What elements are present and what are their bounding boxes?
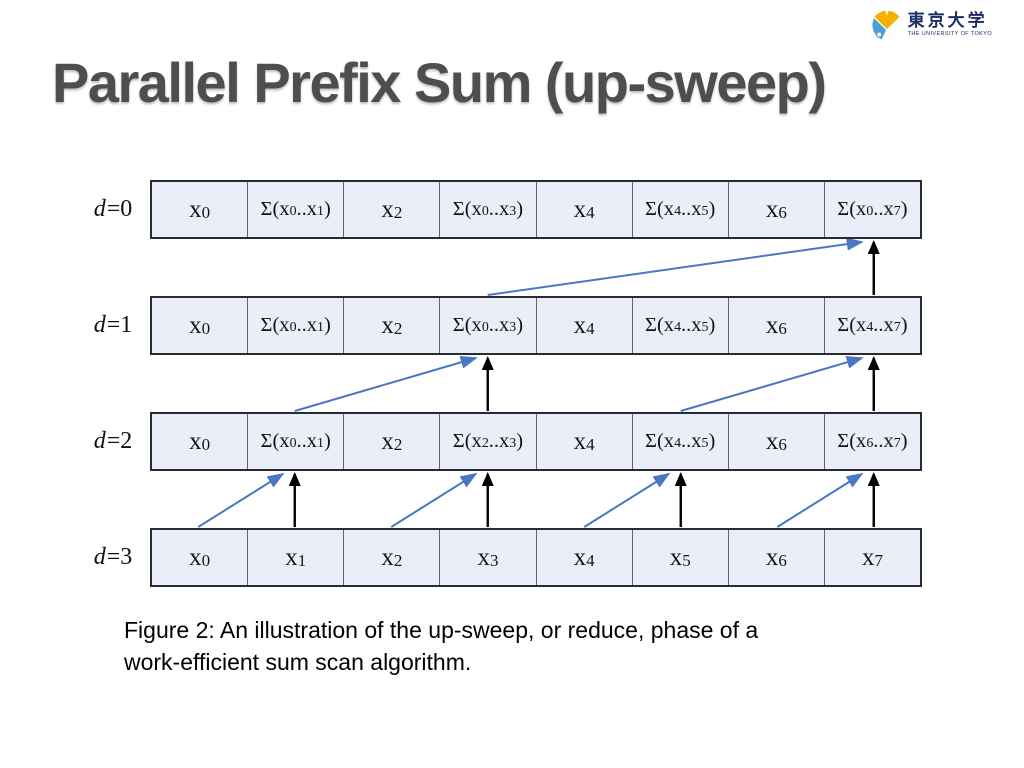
sum-arrow	[680, 355, 864, 412]
logo-jp-text: 東京大学	[907, 11, 988, 30]
row-label-d3: d=3	[93, 544, 133, 570]
page-title: Parallel Prefix Sum (up-sweep)	[52, 51, 827, 114]
sum-arrow	[487, 237, 864, 296]
row-label-d0: d=0	[93, 196, 133, 222]
row-label-d1: d=1	[93, 312, 133, 338]
figure-caption: Figure 2: An illustration of the up-swee…	[124, 615, 914, 678]
sum-arrow	[583, 472, 671, 528]
caption-line-2: work-efficient sum scan algorithm.	[124, 648, 472, 675]
caption-line-1: Figure 2: An illustration of the up-swee…	[124, 617, 759, 643]
row-label-d2: d=2	[93, 428, 133, 454]
university-logo: 東京大学 THE UNIVERSITY OF TOKYO	[871, 8, 992, 42]
ginkgo-leaf-icon	[872, 10, 900, 40]
sum-arrow	[294, 355, 478, 412]
logo-text: 東京大学 THE UNIVERSITY OF TOKYO	[908, 8, 992, 37]
sum-arrow	[390, 472, 478, 528]
logo-en-text: THE UNIVERSITY OF TOKYO	[907, 30, 992, 37]
sum-arrow	[776, 472, 864, 528]
sum-arrow	[197, 472, 285, 528]
